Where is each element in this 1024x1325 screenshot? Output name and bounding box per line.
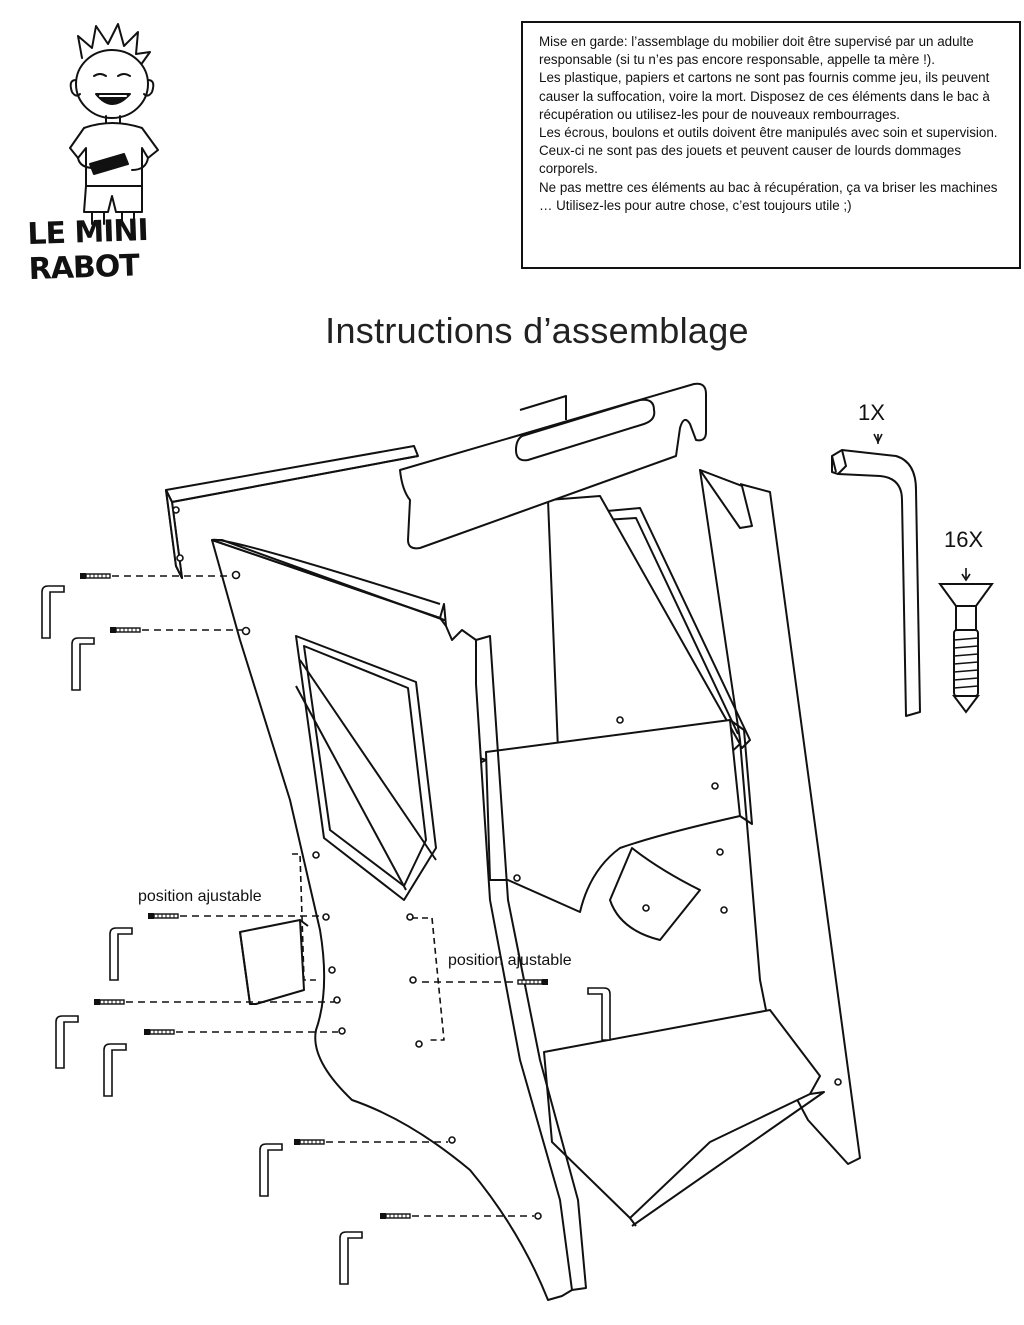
- warning-paragraph-supervision: Mise en garde: l’assemblage du mobilier …: [539, 34, 974, 68]
- upper-step: [485, 719, 741, 913]
- adjustable-position-label-left: position ajustable: [138, 888, 262, 905]
- lower-step: [543, 1009, 821, 1219]
- allen-key-icon: [831, 449, 921, 717]
- warning-box: Mise en garde: l’assemblage du mobilier …: [521, 21, 1021, 269]
- adjustable-position-label-right: position ajustable: [448, 952, 572, 969]
- brand-name: LE MINI RABOT: [26, 212, 149, 288]
- adjustable-bracket: [239, 919, 305, 1005]
- screw-icon: [938, 583, 994, 714]
- mini-rabot-mascot-logo: [69, 23, 159, 225]
- allen-key-quantity: 1X: [858, 400, 885, 425]
- warning-paragraph-hardware: Les écrous, boulons et outils doivent êt…: [539, 125, 998, 177]
- assembly-diagram: 1X 16X position ajustable position ajust…: [41, 382, 994, 1301]
- page-title: Instructions d’assemblage: [325, 310, 749, 351]
- warning-paragraph-packaging: Les plastique, papiers et cartons ne son…: [539, 70, 990, 122]
- warning-paragraph-recycling: Ne pas mettre ces éléments au bac à récu…: [539, 179, 998, 213]
- screw-quantity: 16X: [944, 527, 983, 552]
